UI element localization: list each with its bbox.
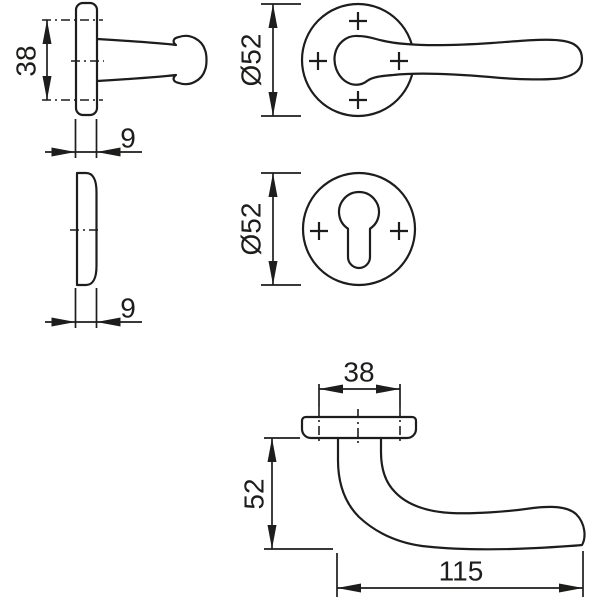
figure-rose-handle-side-view: 38 9 [11,1,208,158]
cross-marker-bottom-icon [349,91,367,109]
figure-escutcheon-front-view: Ø52 [236,171,417,287]
dimension-length: 115 [336,551,584,597]
cross-marker-left-icon [309,52,327,70]
rose-side-outline [74,1,99,117]
arrowhead-down-icon [42,76,52,100]
arrowhead-right-icon [376,384,400,394]
arrowhead-left-icon [96,317,121,327]
arrowhead-down-icon [268,261,278,285]
dimension-label-escutcheon-thickness: 9 [120,293,136,324]
handle-front-outline [333,34,584,86]
cross-marker-right-icon [390,222,408,240]
dimension-rose-diameter: Ø52 [236,3,301,117]
dimension-label-length: 115 [439,556,484,587]
euro-keyhole-icon [337,190,381,270]
dimension-escutcheon-thickness: 9 [45,288,142,328]
dimension-label-rose-diameter: Ø52 [236,34,267,87]
screw-cross-markers [310,222,408,240]
dimension-hole-spacing: 38 [318,357,401,407]
arrowhead-up-icon [267,438,277,462]
cross-marker-center-icon [390,52,408,70]
arrowhead-right-icon [51,147,76,157]
dimension-label-rose-thickness: 9 [120,123,136,154]
cross-marker-left-icon [310,222,328,240]
figure-rose-handle-front-view: Ø52 [236,2,584,118]
dimension-rose-height: 38 [11,20,52,100]
dimension-rose-thickness: 9 [45,119,142,158]
arrowhead-left-icon [337,583,361,593]
handle-neck-side-outline [95,34,208,86]
arrowhead-left-icon [319,384,343,394]
arrowhead-down-icon [267,525,277,549]
arrowhead-up-icon [268,173,278,197]
escutcheon-front-outline [301,171,417,287]
figure-escutcheon-side-view: 9 [45,171,142,328]
screw-cross-markers [309,12,408,109]
dimension-escutcheon-diameter: Ø52 [236,172,301,286]
arrowhead-right-icon [559,583,583,593]
dimension-label-escutcheon-diameter: Ø52 [236,203,267,256]
dimension-projection: 52 [239,437,333,550]
figure-handle-profile-view: 38 52 115 [239,357,586,597]
handle-profile-outline [336,436,586,551]
rose-top-outline [300,415,418,440]
arrowhead-down-icon [268,92,278,116]
dimension-label-projection: 52 [239,478,270,509]
arrowhead-up-icon [268,4,278,28]
arrowhead-right-icon [51,317,76,327]
arrowhead-up-icon [42,20,52,44]
cross-marker-top-icon [349,12,367,30]
escutcheon-side-outline [75,171,98,287]
dimension-label-hole-spacing: 38 [343,357,374,388]
dimension-label-rose-height: 38 [11,45,42,76]
arrowhead-left-icon [96,147,121,157]
